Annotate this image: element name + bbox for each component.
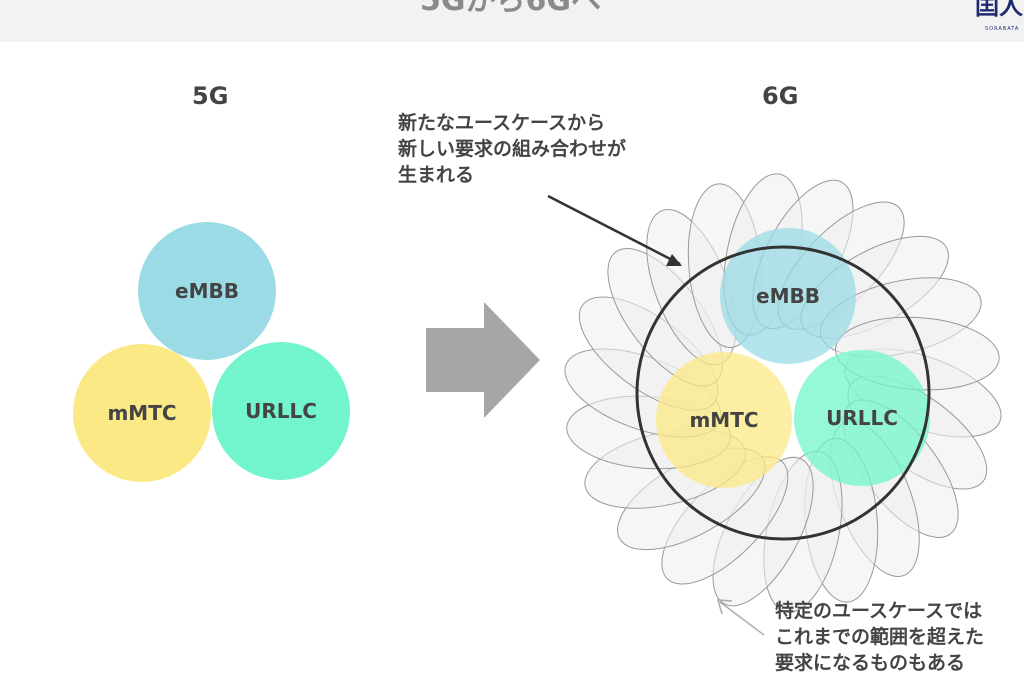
label-urllc-6g: URLLC — [826, 406, 898, 430]
logo-subtext: SORABATA — [985, 26, 1020, 32]
pointer-arrowhead-bottom — [716, 599, 733, 615]
pointer-arrowhead — [666, 254, 682, 266]
label-embb-6g: eMBB — [756, 284, 820, 308]
label-mmtc-5g: mMTC — [107, 401, 177, 425]
slide-title: 5Gから6Gへ — [420, 0, 601, 18]
circle-mmtc-5g — [73, 344, 211, 482]
circle-urllc-6g — [794, 350, 930, 486]
circle-embb-6g — [720, 228, 856, 364]
note-new-combinations: 新たなユースケースから 新しい要求の組み合わせが 生まれる — [398, 112, 627, 186]
note-beyond-range: 特定のユースケースでは これまでの範囲を超えた 要求になるものもある — [775, 600, 985, 674]
pointer-arrow — [547, 194, 681, 266]
pointer-arrow-bottom — [719, 601, 765, 636]
header-bar: 5Gから6Gへ 囯人 SORABATA — [0, 0, 1024, 42]
boundary-circle — [635, 245, 931, 541]
logo: 囯人 — [975, 0, 1023, 20]
right-arrow-icon — [426, 302, 540, 418]
label-mmtc-6g: mMTC — [689, 408, 759, 432]
circle-urllc-5g — [212, 342, 350, 480]
label-6g: 6G — [762, 82, 799, 110]
circle-mmtc-6g — [656, 352, 792, 488]
label-5g: 5G — [192, 82, 229, 110]
label-embb-5g: eMBB — [175, 279, 239, 303]
label-urllc-5g: URLLC — [245, 399, 317, 423]
circle-embb-5g — [138, 222, 276, 360]
